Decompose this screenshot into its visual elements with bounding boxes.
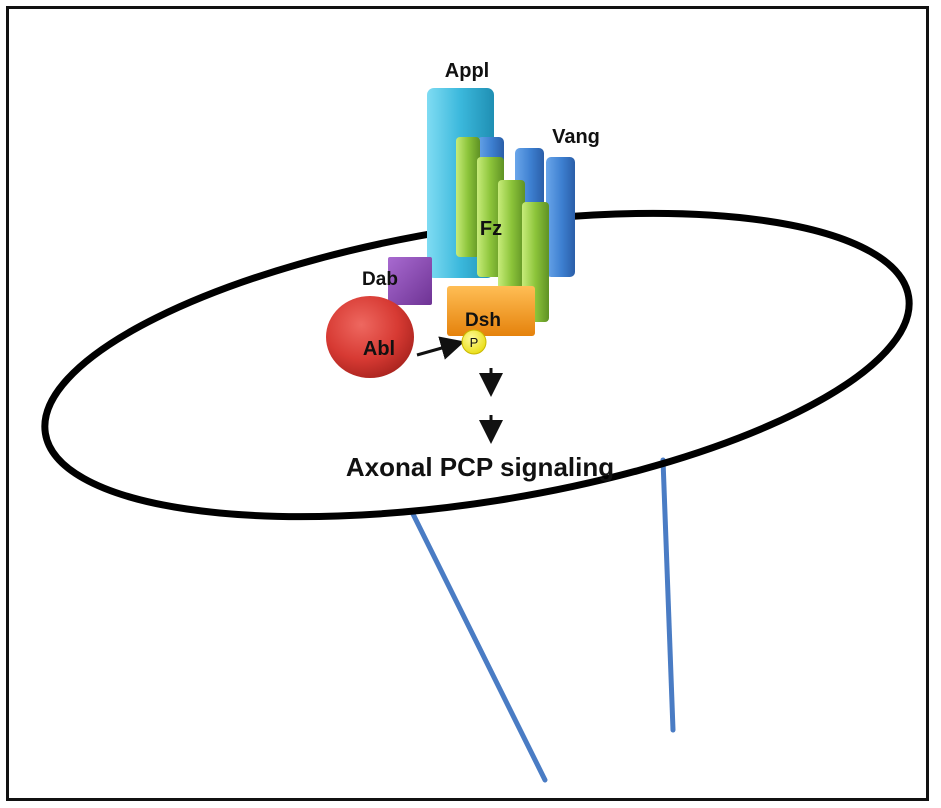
- fz-label: Fz: [480, 218, 502, 240]
- vang-label: Vang: [552, 126, 600, 148]
- phosphorylation-arrow: [416, 336, 465, 360]
- abl-protein: [326, 296, 414, 378]
- pathway-label: Axonal PCP signaling: [346, 452, 614, 482]
- fz-protein: [456, 137, 549, 322]
- dab-label: Dab: [362, 269, 398, 290]
- axon-right-line: [660, 457, 676, 733]
- axon-left-line: [409, 509, 548, 783]
- dab-protein: [388, 257, 432, 305]
- phospho-label: P: [470, 335, 479, 350]
- abl-label: Abl: [363, 338, 395, 360]
- phospho-circle: [461, 329, 487, 355]
- appl-label: Appl: [445, 60, 489, 82]
- dsh-protein: [447, 286, 535, 336]
- dsh-label: Dsh: [465, 310, 501, 331]
